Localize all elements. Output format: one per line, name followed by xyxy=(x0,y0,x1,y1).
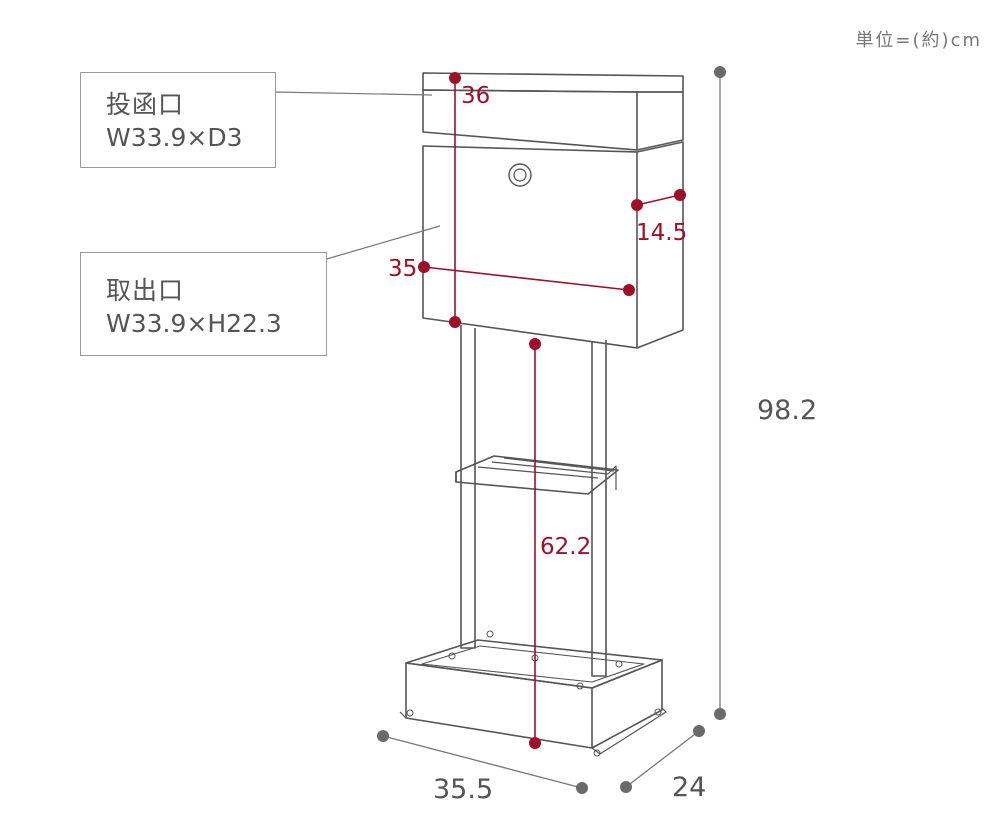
box-height-label: 36 xyxy=(461,83,490,109)
slot-callout-title: 投函口 xyxy=(106,90,185,119)
right-post xyxy=(591,340,607,677)
lock-knob xyxy=(508,163,532,187)
slot-callout: 投函口 W33.9×D3 xyxy=(80,72,276,168)
box-height-dot-bottom xyxy=(449,316,461,328)
outlet-width-dot-right xyxy=(623,284,635,296)
total-height-dot-bottom xyxy=(714,708,726,720)
base-plate xyxy=(399,707,667,755)
total-height-label: 98.2 xyxy=(757,395,817,426)
outlet-callout-title: 取出口 xyxy=(106,276,185,305)
outlet-depth-label: 14.5 xyxy=(636,220,687,246)
base-depth-dot-left xyxy=(620,781,632,793)
base-width-line xyxy=(382,735,583,789)
body-side xyxy=(636,141,684,349)
outlet-leader xyxy=(305,225,441,266)
slot-leader xyxy=(273,91,433,96)
base-front xyxy=(405,662,593,749)
unit-label: 単位=(約)cm xyxy=(855,30,982,51)
outlet-width-line xyxy=(423,266,630,291)
slot-callout-dims: W33.9×D3 xyxy=(106,123,243,152)
outlet-width-dot-left xyxy=(418,261,430,273)
base-width-dot-left xyxy=(377,730,389,742)
outlet-callout: 取出口 W33.9×H22.3 xyxy=(80,252,327,356)
outlet-callout-dims: W33.9×H22.3 xyxy=(106,309,282,338)
post-height-dot-top xyxy=(529,338,541,350)
base-depth-label: 24 xyxy=(672,772,706,803)
outlet-width-label: 35 xyxy=(388,256,417,282)
outlet-depth-line xyxy=(636,194,681,206)
box-height-dot-top xyxy=(449,72,461,84)
base-width-dot-right xyxy=(576,782,588,794)
left-post xyxy=(460,325,476,649)
post-height-label: 62.2 xyxy=(540,534,591,560)
base-depth-dot-right xyxy=(693,725,705,737)
total-height-dot-top xyxy=(714,66,726,78)
post-height-dot-bottom xyxy=(529,737,541,749)
base-width-label: 35.5 xyxy=(433,774,493,805)
base-side xyxy=(591,659,663,749)
base-depth-line xyxy=(625,730,700,788)
slot-side xyxy=(636,91,684,151)
outlet-depth-dot-left xyxy=(631,199,643,211)
outlet-depth-dot-right xyxy=(674,189,686,201)
